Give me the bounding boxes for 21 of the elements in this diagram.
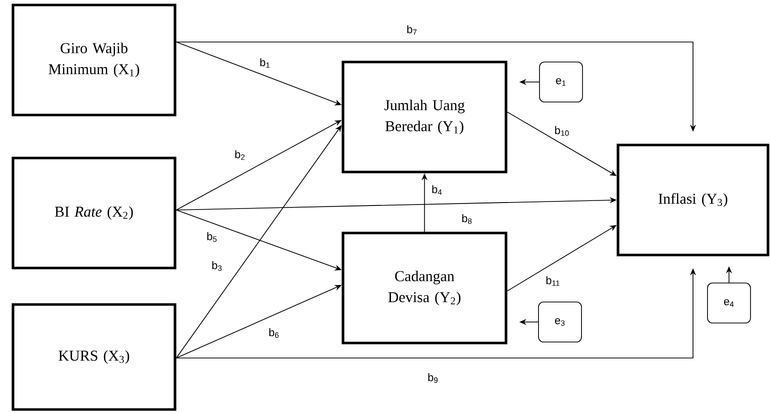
error-term-box: e$_{3}$ <box>538 302 582 342</box>
variable-box: KURS (X$_{3}$) <box>12 303 176 411</box>
edge-label: b$_{3}$ <box>210 260 224 272</box>
edge-label: b$_{5}$ <box>206 231 218 243</box>
edge-label: b$_{7}$ <box>406 24 418 36</box>
edge-label: b$_{4}$ <box>430 184 444 196</box>
edge-label: b$_{11}$ <box>544 275 562 287</box>
edge-label: b$_{2}$ <box>234 149 246 161</box>
edge-label: b$_{6}$ <box>268 327 280 339</box>
variable-box: BI Rate (X$_{2}$) <box>12 156 176 270</box>
error-term-box: e$_{4}$ <box>707 282 751 324</box>
arrow <box>176 125 342 358</box>
edge-label: b$_{8}$ <box>460 213 474 225</box>
variable-box: Jumlah Uang Beredar (Y$_{1}$) <box>342 60 508 174</box>
variable-box: Inflasi (Y$_{3}$) <box>616 144 770 256</box>
edge-label: b$_{1}$ <box>258 57 272 69</box>
edge-label: b$_{10}$ <box>553 125 571 137</box>
variable-box: Giro Wajib Minimum (X$_{1}$) <box>12 4 176 116</box>
edge-label: b$_{9}$ <box>426 372 440 384</box>
variable-box: Cadangan Devisa (Y$_{2}$) <box>342 232 508 344</box>
error-term-box: e$_{1}$ <box>539 62 583 102</box>
